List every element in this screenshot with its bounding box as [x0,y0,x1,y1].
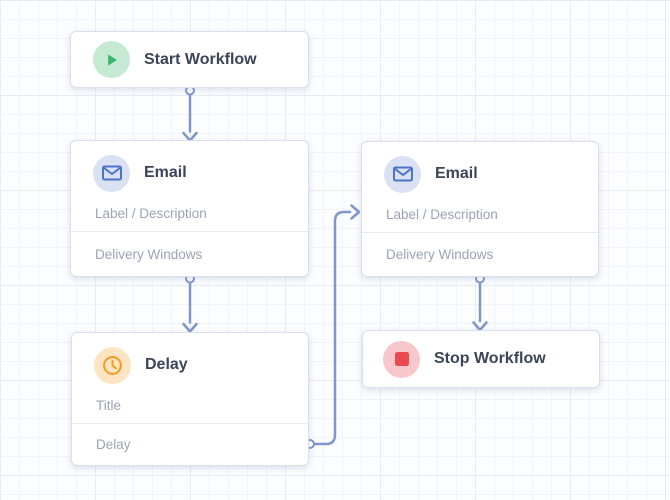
node-title: Email [435,165,478,182]
node-label-description: Label / Description [386,207,498,222]
node-title: Stop Workflow [434,350,546,367]
node-email-right[interactable]: Email Label / Description Delivery Windo… [361,141,599,277]
node-email-left[interactable]: Email Label / Description Delivery Windo… [70,140,309,277]
node-delay[interactable]: Delay Title Delay [71,332,309,466]
node-title: Email [144,164,187,181]
edge-delay-to-email [313,210,352,446]
arrowhead-icon [350,204,361,220]
node-title: Delay [145,356,188,373]
node-divider [72,423,308,424]
node-start-workflow[interactable]: Start Workflow [70,31,309,88]
node-divider [362,232,598,233]
clock-icon [94,346,131,384]
play-icon [93,41,130,78]
node-divider [71,231,308,232]
node-label-description: Label / Description [95,206,207,221]
node-stop-workflow[interactable]: Stop Workflow [362,330,600,388]
arrowhead-icon [472,321,488,332]
envelope-icon [93,154,130,192]
node-delivery-windows[interactable]: Delivery Windows [386,247,494,262]
stop-icon [383,340,420,378]
node-title-field: Title [96,398,122,413]
arrowhead-icon [182,322,198,333]
node-delay-field[interactable]: Delay [96,437,131,452]
node-delivery-windows[interactable]: Delivery Windows [95,246,203,262]
envelope-icon [384,155,421,193]
node-title: Start Workflow [144,50,257,68]
